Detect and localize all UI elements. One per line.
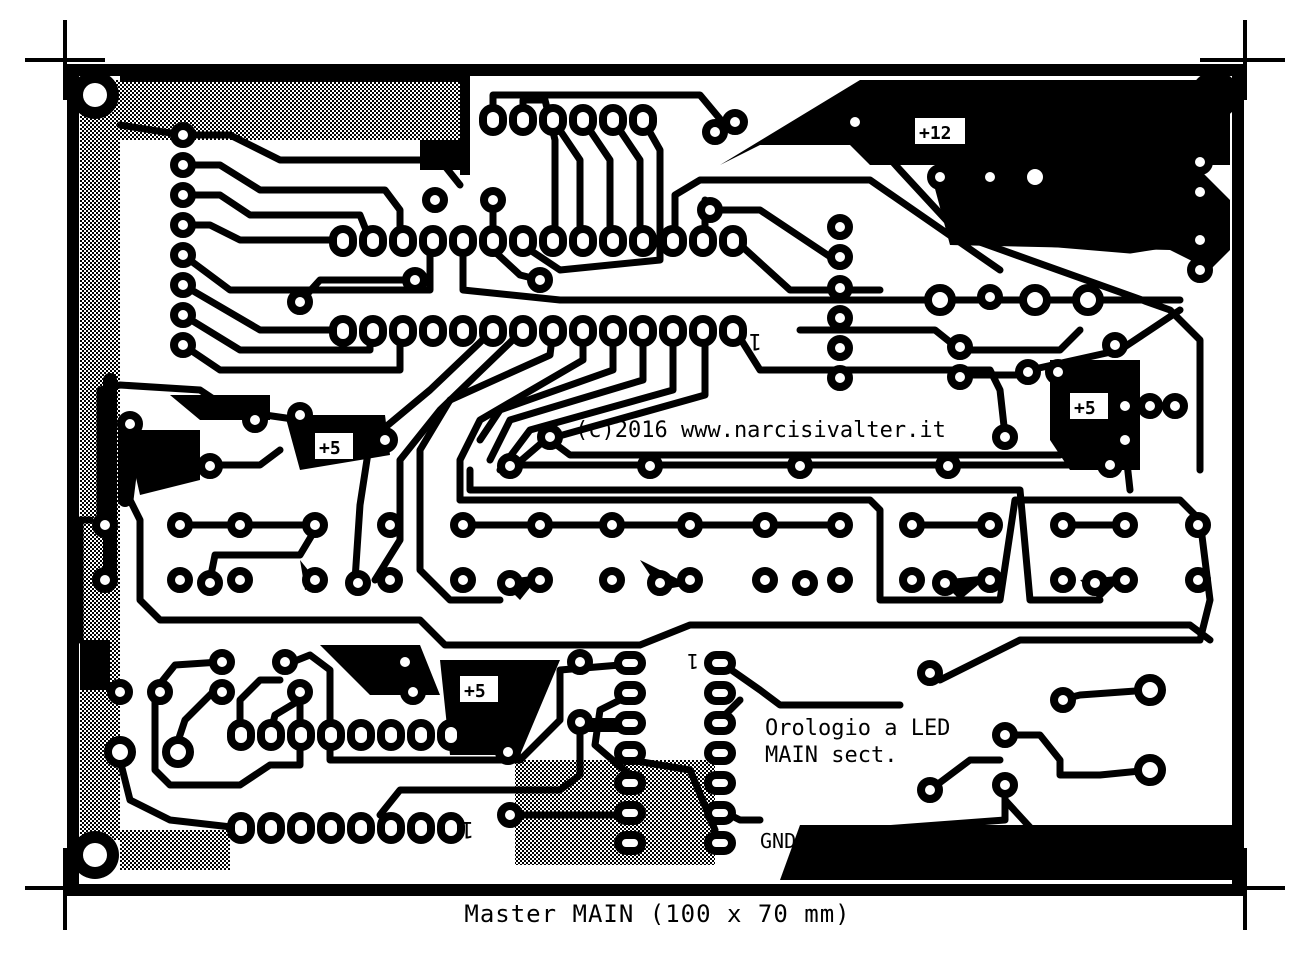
- connector-pin1-marker: 1: [687, 649, 699, 673]
- upper-ic-bottom-row: [329, 315, 747, 347]
- copyright-text: (c)2016 www.narcisivalter.it: [575, 418, 946, 443]
- ic-pads: [227, 104, 747, 855]
- plus5-label-left: +5: [319, 438, 341, 459]
- center-connector-right: [704, 651, 736, 855]
- upper-ic-pin1-marker: 1: [749, 328, 762, 353]
- center-connector-left: [614, 651, 646, 855]
- plus5-label-bottom: +5: [464, 681, 486, 702]
- top-connector-row: [479, 104, 657, 136]
- round-pads: [92, 109, 1213, 828]
- silkscreen-labels: Clk +12 +9 +5 +5 +5 1 1 1 (c)2016 www.na…: [315, 118, 1108, 853]
- lower-ic-pin1-marker: 1: [461, 816, 474, 841]
- board-title-line1: Orologio a LED: [765, 716, 950, 741]
- lower-ic-bottom-row: [227, 812, 465, 844]
- plus5-label-right: +5: [1074, 398, 1096, 419]
- upper-ic-top-row: [329, 225, 747, 257]
- board-title-line2: MAIN sect.: [765, 743, 897, 768]
- clk-label: Clk: [788, 124, 828, 149]
- lower-ic-top-row: [227, 719, 465, 751]
- plus12-label: +12: [919, 123, 952, 144]
- board-caption: Master MAIN (100 x 70 mm): [464, 900, 851, 928]
- gnd-label: GND: [760, 829, 796, 853]
- plus9-label: +9: [1052, 184, 1074, 205]
